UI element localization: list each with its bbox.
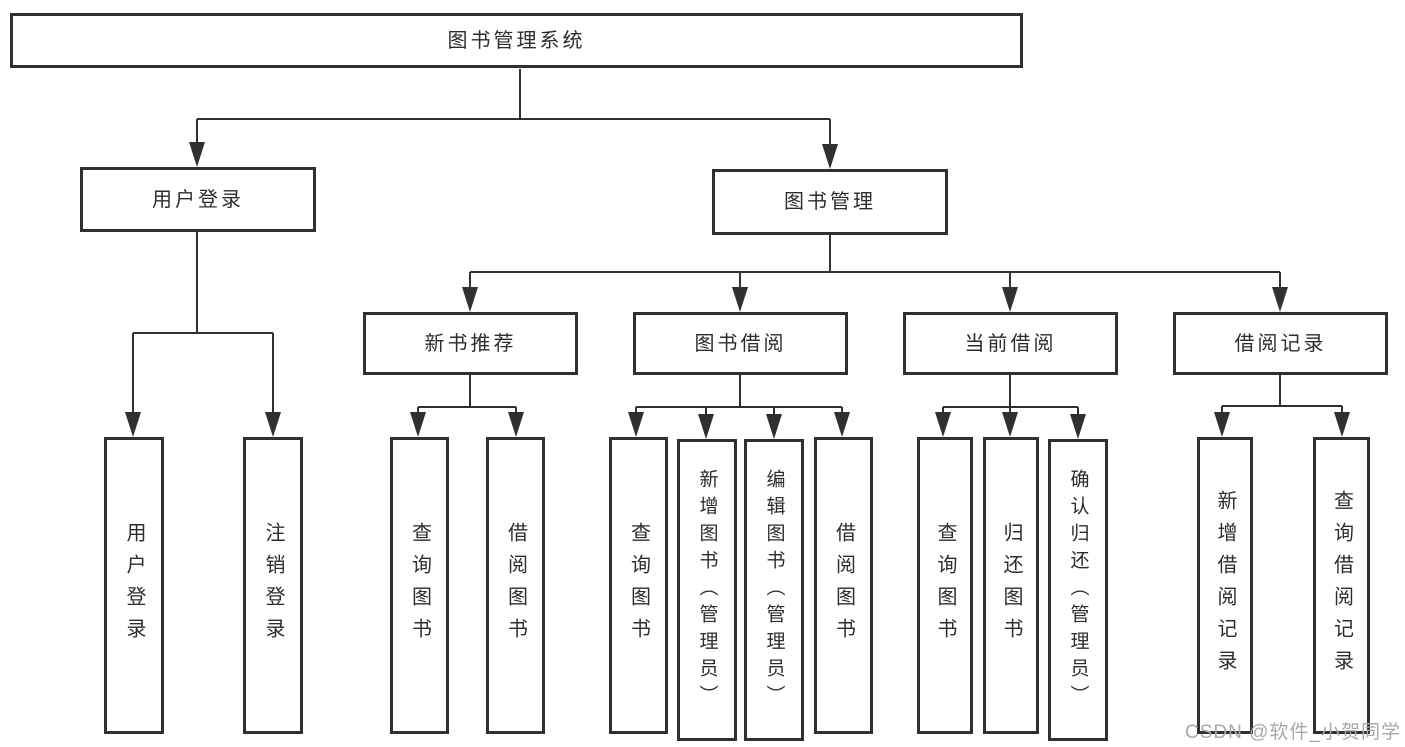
node-root: 图书管理系统 — [10, 13, 1023, 68]
arrow-down-icon — [410, 412, 426, 437]
arrow-down-icon — [265, 412, 281, 437]
node-leaf-query-books-recommend: 查询图书 — [390, 437, 449, 734]
arrow-down-icon — [462, 287, 478, 312]
arrow-down-icon — [125, 412, 141, 437]
arrow-down-icon — [508, 412, 524, 437]
connector-line — [470, 270, 1280, 274]
node-leaf-add-borrow-record: 新增借阅记录 — [1197, 437, 1253, 734]
connector-line — [195, 232, 199, 333]
node-leaf-user-login: 用户登录 — [104, 437, 164, 734]
arrow-down-icon — [189, 142, 205, 167]
arrow-down-icon — [766, 414, 782, 439]
watermark: CSDN @软件_小贺同学 — [1185, 722, 1401, 743]
node-leaf-query-borrow-record: 查询借阅记录 — [1313, 437, 1370, 734]
connector-line — [518, 69, 522, 119]
connector-line — [1278, 272, 1282, 294]
node-leaf-query-books-current: 查询图书 — [917, 437, 973, 734]
node-leaf-return-books: 归还图书 — [983, 437, 1039, 734]
connector-line — [772, 407, 776, 419]
node-leaf-borrow-books-borrowing: 借阅图书 — [814, 437, 873, 734]
arrow-down-icon — [1272, 287, 1288, 312]
connector-line — [704, 407, 708, 419]
arrow-down-icon — [1002, 412, 1018, 437]
node-book-borrowing: 图书借阅 — [633, 312, 848, 375]
connector-line — [133, 331, 273, 335]
connector-line — [738, 272, 742, 294]
arrow-down-icon — [732, 287, 748, 312]
connector-line — [195, 119, 199, 149]
node-leaf-confirm-return-admin: 确认归还（管理员） — [1048, 439, 1108, 741]
connector-line — [1008, 375, 1012, 407]
arrow-down-icon — [834, 412, 850, 437]
connector-line — [131, 333, 135, 415]
connector-line — [468, 272, 472, 294]
node-current-borrowing: 当前借阅 — [903, 312, 1118, 375]
node-leaf-add-books-admin: 新增图书（管理员） — [677, 439, 737, 741]
connector-line — [828, 119, 832, 149]
arrow-down-icon — [698, 414, 714, 439]
connector-line — [1278, 375, 1282, 406]
connector-line — [468, 375, 472, 407]
node-leaf-edit-books-admin: 编辑图书（管理员） — [744, 439, 804, 741]
arrow-down-icon — [822, 144, 838, 169]
connector-line — [636, 405, 842, 409]
connector-line — [1076, 407, 1080, 419]
connector-line — [1222, 404, 1342, 408]
arrow-down-icon — [1334, 412, 1350, 437]
node-user-login: 用户登录 — [80, 167, 316, 232]
arrow-down-icon — [1214, 412, 1230, 437]
arrow-down-icon — [935, 412, 951, 437]
arrow-down-icon — [1002, 287, 1018, 312]
arrow-down-icon — [1070, 414, 1086, 439]
node-leaf-query-books-borrowing: 查询图书 — [609, 437, 668, 734]
node-leaf-logout: 注销登录 — [243, 437, 303, 734]
connector-line — [1008, 272, 1012, 294]
arrow-down-icon — [628, 412, 644, 437]
connector-line — [418, 405, 516, 409]
connector-line — [738, 375, 742, 407]
node-new-book-recommend: 新书推荐 — [363, 312, 578, 375]
node-leaf-borrow-books-recommend: 借阅图书 — [486, 437, 545, 734]
connector-line — [197, 117, 830, 121]
node-book-management: 图书管理 — [712, 169, 948, 235]
connector-line — [271, 333, 275, 415]
node-borrowing-records: 借阅记录 — [1173, 312, 1388, 375]
connector-line — [828, 235, 832, 272]
